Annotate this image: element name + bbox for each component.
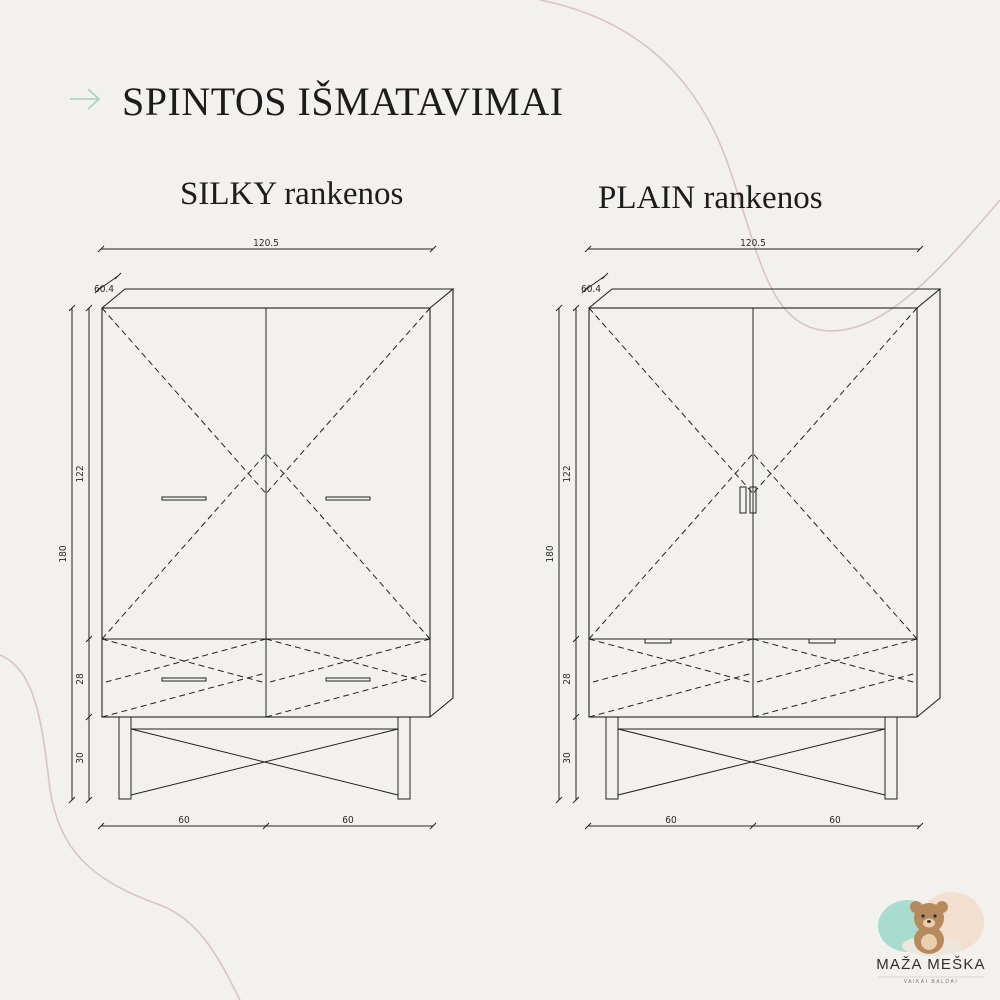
variant-title-plain: PLAIN rankenos	[598, 180, 823, 216]
handle-bar	[161, 677, 207, 682]
handle-tab	[749, 486, 757, 514]
dim-tick	[749, 822, 757, 830]
variant-title-silky: SILKY rankenos	[180, 176, 404, 212]
dim-tick	[584, 245, 592, 253]
dim-label-depth: 60.4	[581, 284, 601, 295]
cabinet-drawing-silky: 120.5 60.4 180 122 28 30 60 60	[58, 238, 455, 830]
dim-tick	[97, 245, 105, 253]
dim-tick	[555, 304, 563, 312]
cabinet-drawing-plain: 120.5 60.4 180 122 28 30 60 60	[545, 238, 942, 830]
dim-label-upper: 122	[75, 465, 86, 482]
dim-tick	[85, 713, 93, 721]
cabinet-top	[588, 288, 942, 309]
door-diagonal	[101, 453, 267, 640]
leg-right	[397, 716, 411, 800]
door-diagonal	[752, 453, 918, 640]
dim-label-height: 180	[545, 545, 556, 562]
leg-right	[884, 716, 898, 800]
cabinet-top	[101, 288, 455, 309]
dim-tick	[572, 713, 580, 721]
cabinet-side	[429, 289, 454, 718]
brand-divider	[878, 976, 984, 978]
door-diagonal	[101, 307, 267, 494]
dim-tick	[916, 822, 924, 830]
dim-tick	[97, 822, 105, 830]
dim-tick	[572, 796, 580, 804]
dim-tick	[555, 796, 563, 804]
dim-tick	[429, 822, 437, 830]
dim-label-bottom-left: 60	[178, 815, 190, 826]
dim-tick	[114, 272, 122, 280]
door-diagonal	[265, 307, 431, 494]
drawer-diagonal	[265, 672, 431, 718]
dim-tick	[429, 245, 437, 253]
door-diagonal	[588, 307, 754, 494]
dim-label-legs: 30	[75, 752, 86, 764]
cabinet-side	[916, 289, 941, 718]
dim-label-height: 180	[58, 545, 69, 562]
leg-left	[118, 716, 132, 800]
dim-tick	[85, 635, 93, 643]
dim-line-depth	[97, 275, 119, 291]
dim-label-upper: 122	[562, 465, 573, 482]
decor-curve-bottom	[0, 654, 241, 1000]
dim-tick	[584, 822, 592, 830]
dim-label-width: 120.5	[740, 238, 766, 249]
door-diagonal	[588, 453, 754, 640]
arrow-right-icon	[70, 88, 101, 110]
drawer-diagonal	[592, 638, 754, 683]
dim-label-bottom-left: 60	[665, 815, 677, 826]
handle-tab	[644, 639, 672, 644]
dim-label-width: 120.5	[253, 238, 279, 249]
drawer-diagonal	[588, 672, 754, 718]
dim-label-drawer: 28	[75, 673, 86, 685]
handle-bar	[325, 677, 371, 682]
dim-label-legs: 30	[562, 752, 573, 764]
dim-label-drawer: 28	[562, 673, 573, 685]
handle-tab	[808, 639, 836, 644]
handle-tab	[739, 486, 747, 514]
brand-tagline: VAIKAI BALDAI	[903, 979, 959, 985]
door-diagonal	[752, 307, 918, 494]
bear-icon	[878, 892, 984, 956]
dim-tick	[68, 796, 76, 804]
dim-tick	[572, 304, 580, 312]
dim-tick	[601, 272, 609, 280]
drawer-diagonal	[105, 638, 267, 683]
door-diagonal	[265, 453, 431, 640]
drawer-diagonal	[269, 638, 431, 683]
page-title: SPINTOS IŠMATAVIMAI	[122, 79, 564, 124]
dim-tick	[572, 635, 580, 643]
drawer-diagonal	[752, 672, 918, 718]
drawer-diagonal	[101, 672, 267, 718]
handle-bar	[325, 496, 371, 501]
base-cross	[130, 728, 399, 796]
dim-tick	[581, 286, 589, 294]
dim-tick	[85, 796, 93, 804]
dim-line-depth	[584, 275, 606, 291]
dim-tick	[262, 822, 270, 830]
decor-curve-top	[539, 0, 1000, 332]
dim-tick	[85, 304, 93, 312]
dim-label-bottom-right: 60	[829, 815, 841, 826]
dim-label-bottom-right: 60	[342, 815, 354, 826]
dim-label-depth: 60.4	[94, 284, 114, 295]
drawer-diagonal	[756, 638, 918, 683]
base-cross	[617, 728, 886, 796]
dim-tick	[68, 304, 76, 312]
dim-tick	[916, 245, 924, 253]
handle-bar	[161, 496, 207, 501]
brand-name: MAŽA MEŠKA	[876, 956, 986, 973]
dim-tick	[94, 286, 102, 294]
leg-left	[605, 716, 619, 800]
